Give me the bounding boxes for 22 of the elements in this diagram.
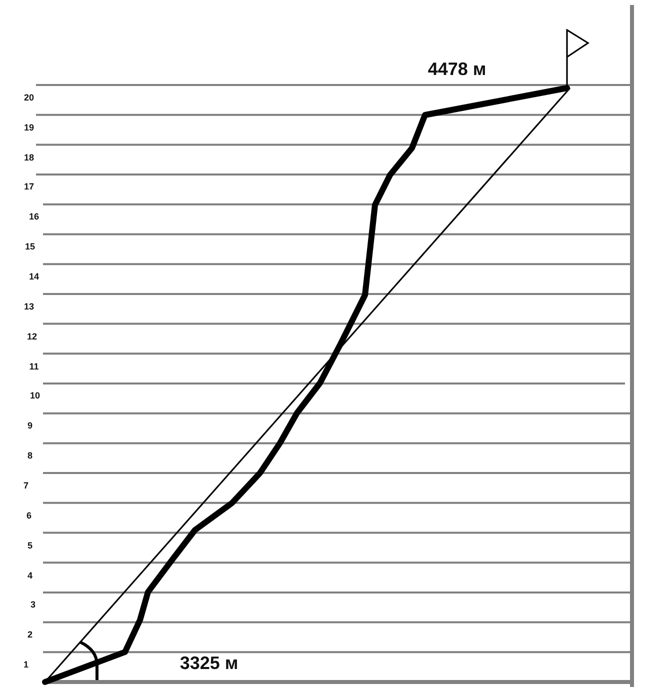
level-number: 20 — [24, 93, 34, 102]
level-number: 1 — [24, 660, 28, 670]
altitude-label: 3325 м — [180, 654, 238, 672]
level-number: 4 — [28, 571, 32, 580]
level-number: 11 — [29, 362, 39, 372]
level-number: 17 — [24, 182, 34, 192]
level-number: 18 — [24, 153, 34, 162]
level-number: 2 — [28, 630, 32, 640]
level-number: 19 — [24, 123, 34, 132]
level-number: 16 — [29, 212, 39, 222]
level-number: 5 — [28, 541, 32, 550]
level-number: 8 — [28, 452, 32, 461]
level-number: 15 — [25, 242, 35, 252]
level-number: 12 — [27, 332, 37, 342]
level-number: 10 — [30, 392, 40, 401]
altitude-label: 4478 м — [428, 60, 486, 78]
level-number: 7 — [24, 481, 28, 490]
level-number: 14 — [29, 272, 39, 282]
level-number: 13 — [24, 302, 34, 312]
level-number: 3 — [30, 600, 36, 610]
level-number: 6 — [26, 511, 32, 520]
level-number: 9 — [28, 422, 32, 431]
